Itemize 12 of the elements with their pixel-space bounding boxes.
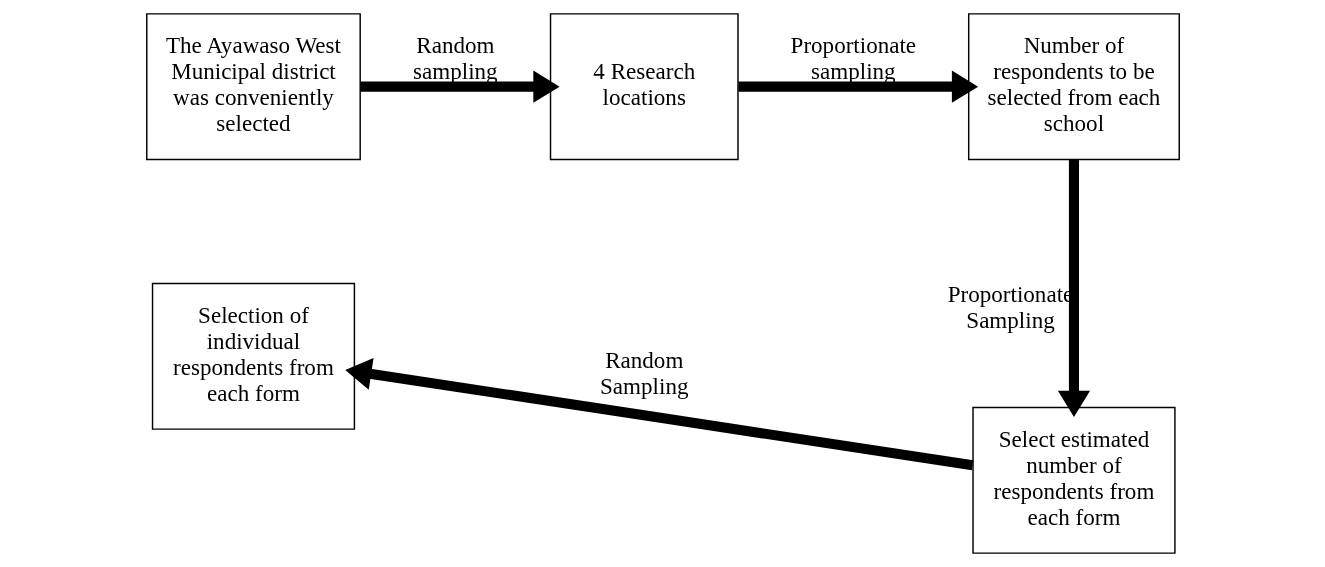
node-box: The Ayawaso West Municipal district was conveniently selected bbox=[145, 13, 361, 161]
arrow bbox=[1057, 159, 1090, 417]
edge-label: Proportionate sampling bbox=[790, 32, 916, 85]
arrow bbox=[359, 70, 560, 103]
node-box: Select estimated number of respondents from each form bbox=[971, 406, 1176, 554]
edge-label: Random sampling bbox=[412, 32, 498, 85]
arrow bbox=[344, 358, 973, 471]
node-box: 4 Research locations bbox=[549, 13, 739, 161]
arrow bbox=[737, 70, 978, 103]
edge-label: Random Sampling bbox=[599, 346, 688, 399]
node-box: Selection of individual respondents from each form bbox=[151, 282, 355, 430]
node-box: Number of respondents to be selected from each school bbox=[967, 13, 1180, 161]
